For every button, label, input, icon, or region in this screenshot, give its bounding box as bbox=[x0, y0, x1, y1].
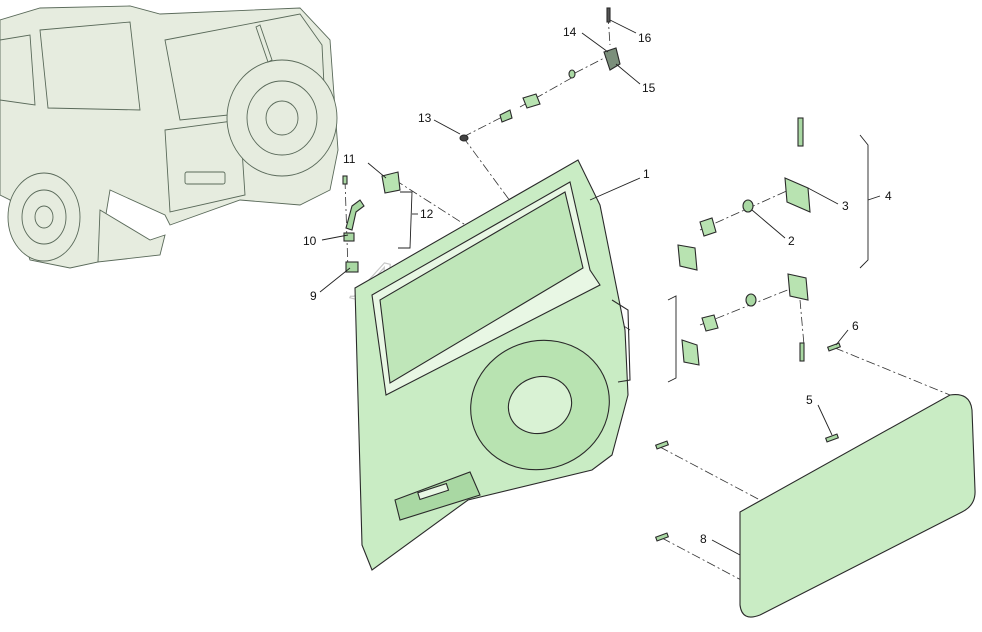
callout-labels: 1 2 3 4 5 6 8 9 10 11 12 13 14 15 16 bbox=[303, 25, 892, 546]
callout-6: 6 bbox=[852, 319, 859, 333]
callout-15: 15 bbox=[642, 81, 656, 95]
hinge-upper bbox=[677, 117, 811, 271]
callout-13: 13 bbox=[418, 111, 432, 125]
callout-4: 4 bbox=[885, 189, 892, 203]
hardware-parts bbox=[342, 7, 621, 273]
vehicle-rear-illustration bbox=[0, 5, 339, 269]
callout-8: 8 bbox=[700, 532, 707, 546]
callout-2: 2 bbox=[788, 234, 795, 248]
leader-lines bbox=[319, 19, 881, 556]
callout-3: 3 bbox=[842, 199, 849, 213]
callout-9: 9 bbox=[310, 289, 317, 303]
tailgate-door bbox=[354, 159, 631, 571]
callout-5: 5 bbox=[806, 393, 813, 407]
hinge-lower bbox=[681, 273, 809, 366]
callout-12: 12 bbox=[420, 207, 434, 221]
group-brackets bbox=[398, 134, 869, 383]
callout-1: 1 bbox=[643, 167, 650, 181]
callout-16: 16 bbox=[638, 31, 652, 45]
inner-trim-panel bbox=[739, 394, 976, 618]
callout-11: 11 bbox=[343, 152, 356, 166]
callout-10: 10 bbox=[303, 234, 317, 248]
callout-14: 14 bbox=[563, 25, 577, 39]
clip-pins bbox=[654, 342, 842, 542]
